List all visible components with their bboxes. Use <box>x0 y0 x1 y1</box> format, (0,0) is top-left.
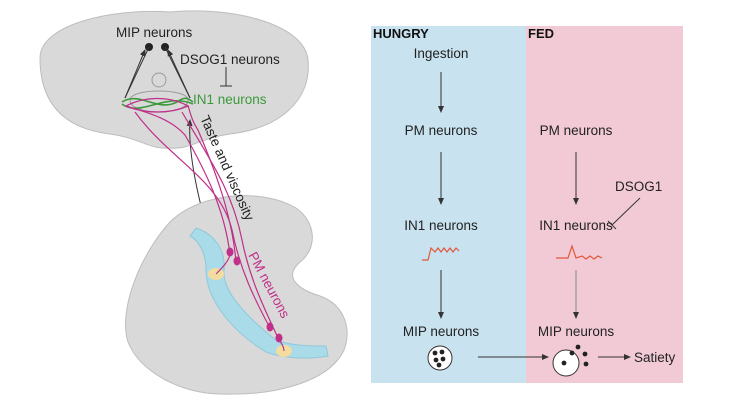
hungry-in1-label: IN1 neurons <box>404 218 478 233</box>
pharynx <box>189 227 329 359</box>
pm-axon-3 <box>134 111 271 329</box>
hungry-mip-cell <box>427 345 453 371</box>
fed-mip-label: MIP neurons <box>538 324 615 339</box>
hungry-in1-trace <box>422 246 460 261</box>
pm-dendrite-1 <box>215 254 231 275</box>
satiety-label: Satiety <box>634 350 676 365</box>
fed-header: FED <box>528 26 554 41</box>
pm-soma-2 <box>233 256 241 266</box>
fed-dsog1-inhibition <box>607 197 641 230</box>
dsog1-neurons-label: DSOG1 neurons <box>180 52 280 67</box>
fed-in1-label: IN1 neurons <box>539 218 613 233</box>
fed-mip-cell <box>552 344 589 377</box>
fed-dsog1-label: DSOG1 <box>615 179 662 194</box>
in1-neuron-arc <box>121 97 194 106</box>
mip-arrow-left <box>124 49 146 99</box>
pm-soma-1 <box>226 247 234 257</box>
pm-soma-4 <box>275 333 283 343</box>
hungry-header: HUNGRY <box>373 26 429 41</box>
brain-outline <box>39 10 309 149</box>
in1-neurons-label: IN1 neurons <box>193 92 267 107</box>
state-comparison-panel: HUNGRY FED Ingestion PM neurons IN1 neur… <box>371 26 683 383</box>
brain-center-structure <box>151 72 167 88</box>
head-outline <box>125 195 348 395</box>
pm-axon-4 <box>181 111 280 341</box>
fed-panel <box>526 26 683 383</box>
anatomy-panel: MIP neurons DSOG1 neurons IN1 neurons Ta… <box>39 10 348 395</box>
hungry-pm-label: PM neurons <box>405 123 478 138</box>
pm-soma-3 <box>266 322 274 332</box>
dsog1-inhibition-line <box>220 67 232 87</box>
mip-neurons-label: MIP neurons <box>116 25 193 40</box>
hungry-ingestion-label: Ingestion <box>414 46 469 61</box>
mip-arrow-right <box>167 49 191 99</box>
hungry-panel <box>371 26 526 383</box>
pm-axon-1 <box>125 105 231 256</box>
hungry-mip-label: MIP neurons <box>403 324 480 339</box>
fed-pm-label: PM neurons <box>540 123 613 138</box>
fed-in1-trace <box>556 244 603 260</box>
